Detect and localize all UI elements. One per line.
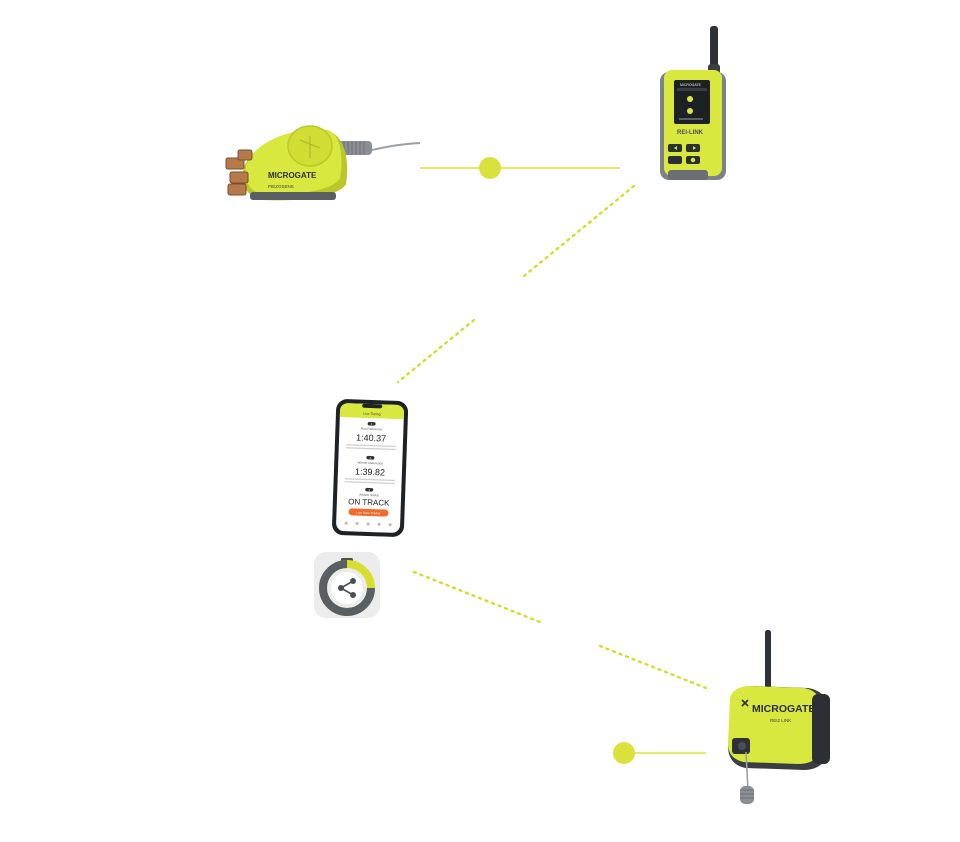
- phone-run2-time: 1:39.82: [355, 466, 385, 477]
- transmitter-antenna: [765, 630, 771, 690]
- sensor-cable: [372, 143, 420, 150]
- sensor-model-label: PIEZOSENS: [268, 184, 294, 189]
- transmitter-model-label: REI2 LINK: [770, 718, 791, 723]
- sensor-device: MICROGATE PIEZOSENS: [226, 126, 420, 200]
- sensor-brand-label: MICROGATE: [268, 171, 317, 180]
- phone-to-transmitter-dotted-line-a: [414, 572, 540, 622]
- connector-dot-bottom: [613, 742, 635, 764]
- stopwatch-share-icon: [314, 552, 380, 618]
- handheld-screen-brand: MICROGATE: [680, 83, 702, 87]
- phone-run1-time: 1:40.37: [356, 432, 386, 443]
- handheld-device: MICROGATE REI-LINK: [660, 26, 726, 180]
- handheld-model-label: REI-LINK: [677, 130, 704, 136]
- phone-status-value: ON TRACK: [348, 497, 390, 507]
- phone-header-title: Live Timing: [363, 412, 380, 417]
- phone-live-tracker-label: Live Race Tracker: [356, 511, 380, 516]
- phone-to-transmitter-dotted-line-b: [600, 646, 706, 688]
- smartphone: Live Timing 1 Run Reference 1:40.37 2 Wi…: [332, 399, 409, 537]
- handheld-to-phone-dotted-line-b: [398, 320, 474, 382]
- connector-dot-top: [479, 157, 501, 179]
- transmitter-brand-label: MICROGATE: [752, 703, 815, 715]
- handheld-button-left-2: [668, 156, 682, 164]
- transmitter-device: MICROGATE REI2 LINK: [728, 630, 830, 804]
- phone-run1-label: Run Reference: [361, 427, 383, 432]
- handheld-to-phone-dotted-line-a: [524, 186, 634, 276]
- phone-status-label: Athlete Status: [359, 493, 379, 498]
